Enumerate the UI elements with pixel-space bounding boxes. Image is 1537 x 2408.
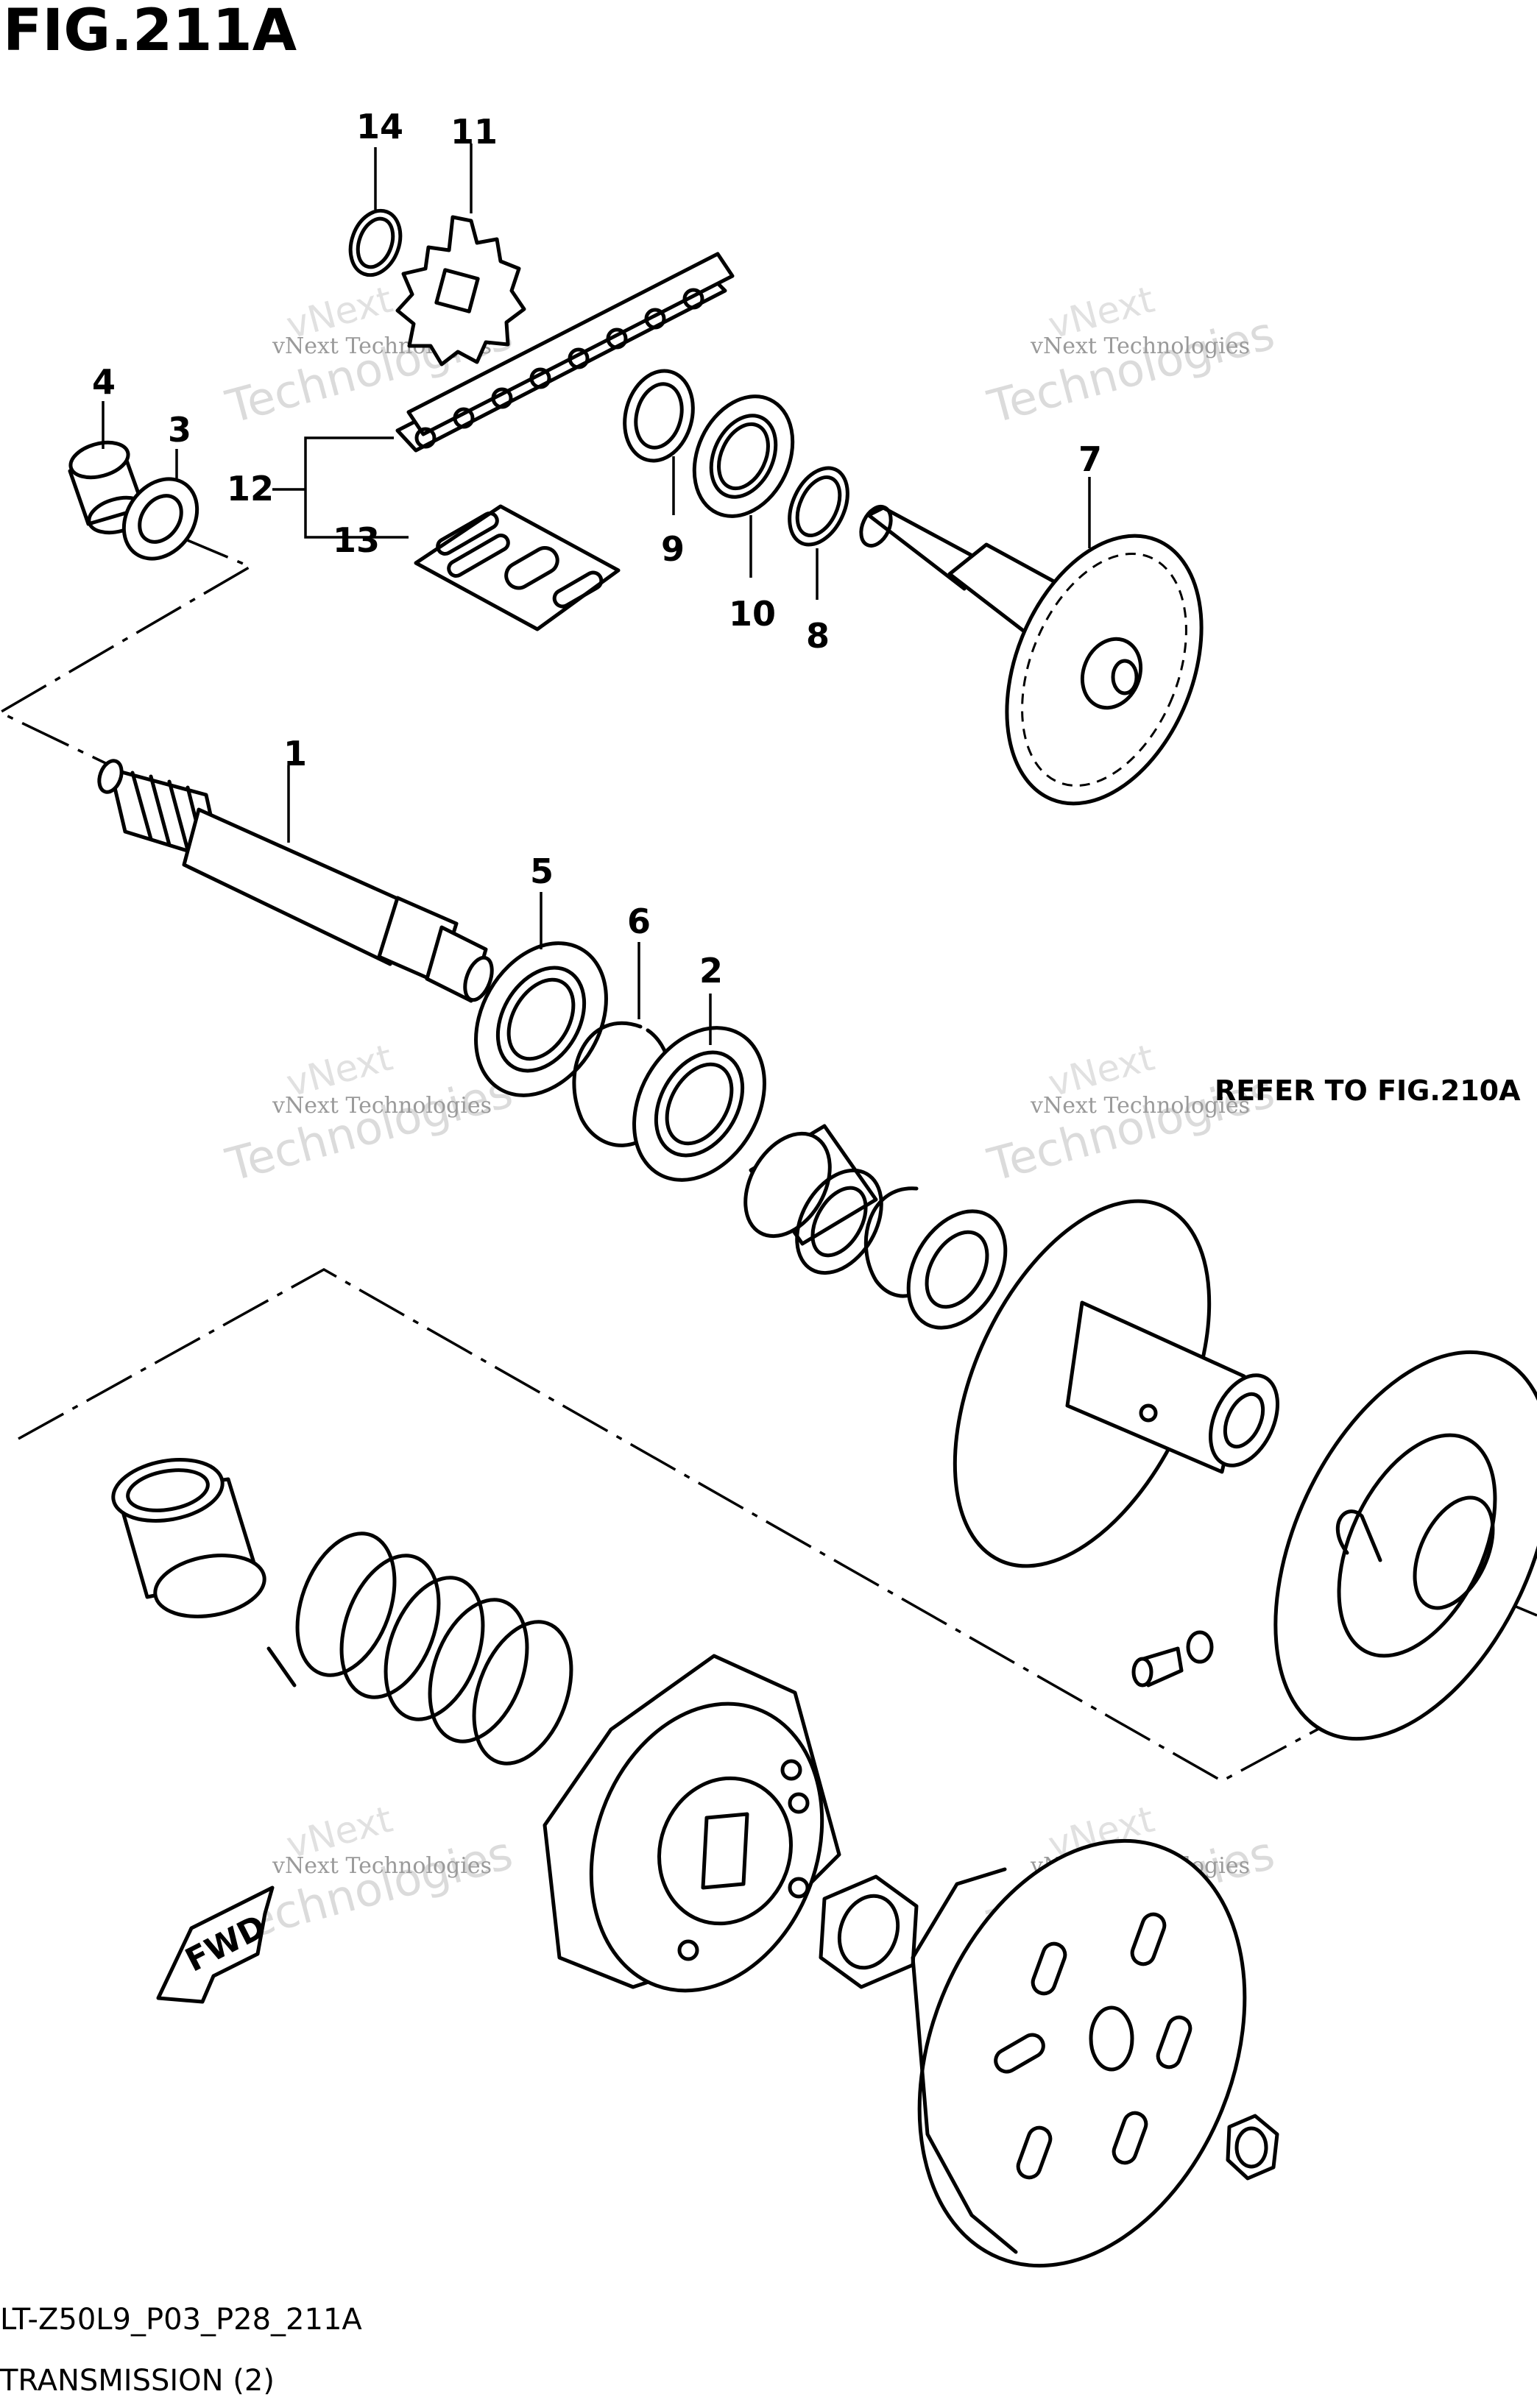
- watermark-caption: vNext Technologies: [272, 1093, 492, 1119]
- spring-seat-collar: [111, 1458, 266, 1618]
- guide-pin-and-roller: [1131, 1630, 1214, 1688]
- part-4-bearing: [68, 440, 149, 535]
- callout-11: 11: [451, 112, 498, 152]
- movable-pulley: [1273, 1350, 1537, 1741]
- figure-code: LT-Z50L9_P03_P28_211A: [0, 2303, 362, 2337]
- clutch-housing: [911, 1838, 1247, 2268]
- forward-arrow-icon: FWD: [156, 1885, 275, 2004]
- part-10-bearing: [692, 394, 795, 518]
- part-13-chain-joint: [414, 504, 621, 631]
- clutch-spring: [266, 1531, 573, 1766]
- assembly-line-upper: [0, 536, 253, 771]
- flange-nut: [1226, 2114, 1279, 2181]
- callout-labels: 1 2 3 4 5 6 7 8 9 10 11 12 13 14: [92, 107, 1102, 991]
- part-5-bearing: [474, 941, 608, 1097]
- watermark-caption: vNext Technologies: [272, 1853, 492, 1879]
- part-11-sprocket: [395, 215, 526, 366]
- callout-13: 13: [333, 520, 380, 560]
- figure-name: TRANSMISSION (2): [0, 2364, 275, 2398]
- part-8-circlip: [788, 466, 849, 547]
- driven-pulley: [953, 1199, 1279, 1568]
- callout-3: 3: [168, 410, 191, 450]
- clutch-needle-bearing: [743, 1124, 883, 1275]
- watermark-caption: vNext Technologies: [1030, 1093, 1250, 1119]
- callout-6: 6: [627, 902, 651, 941]
- part-14-circlip: [348, 208, 403, 277]
- clutch-nut: [819, 1874, 919, 1989]
- clutch-bearing: [906, 1209, 1008, 1330]
- part-9-oil-seal: [623, 369, 695, 463]
- callout-7: 7: [1078, 439, 1102, 479]
- reference-note: REFER TO FIG.210A: [1215, 1074, 1521, 1107]
- figure-title: FIG.211A: [3, 0, 297, 64]
- callout-12: 12: [227, 469, 274, 509]
- watermark-top-right: vNext Technologies vNext Technologies: [982, 278, 1280, 434]
- callout-9: 9: [661, 529, 685, 569]
- callout-10: 10: [729, 594, 776, 634]
- callout-2: 2: [699, 951, 723, 991]
- callout-5: 5: [530, 851, 554, 891]
- callout-1: 1: [283, 734, 307, 773]
- callout-4: 4: [92, 362, 116, 402]
- callout-14: 14: [356, 107, 403, 146]
- watermark-mid-right: vNext Technologies vNext Technologies: [982, 1036, 1280, 1192]
- leader-lines: [102, 144, 1091, 1045]
- watermark-caption: vNext Technologies: [1030, 333, 1250, 359]
- part-2-bearing: [632, 1026, 766, 1182]
- callout-8: 8: [806, 616, 830, 656]
- part-12-chain: [395, 252, 735, 453]
- part-7-gear-shaft: [859, 505, 1204, 806]
- part-3-washer: [121, 477, 199, 561]
- watermark-mid-left: vNext Technologies vNext Technologies: [220, 1036, 518, 1192]
- clutch-shoe-assembly: [543, 1654, 841, 1993]
- part-1-input-shaft: [97, 759, 494, 1003]
